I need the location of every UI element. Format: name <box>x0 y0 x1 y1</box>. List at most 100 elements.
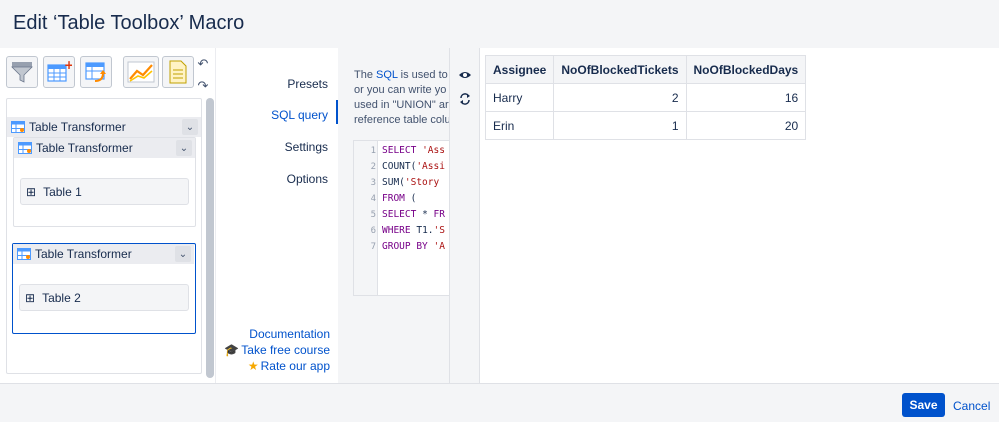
filter-funnel-icon <box>11 62 33 83</box>
table-header-row: Assignee NoOfBlockedTickets NoOfBlockedD… <box>484 55 807 84</box>
tree-scrollbar[interactable] <box>206 98 214 378</box>
column-header: Assignee <box>484 55 555 84</box>
transform-tool-button[interactable] <box>80 56 112 88</box>
tab-sql-query[interactable]: SQL query <box>271 108 328 122</box>
sql-text: T1. <box>416 225 434 236</box>
sql-code-editor[interactable]: 1 2 3 4 5 6 7 SELECT 'Ass COUNT('Assi SU… <box>353 140 449 296</box>
chevron-down-icon[interactable]: ⌄ <box>176 140 192 156</box>
line-number: 7 <box>370 242 376 252</box>
macro-tree-panel: + ↶ ↷ <box>0 48 216 383</box>
sql-keyword: SELECT <box>382 209 417 220</box>
table-cell: Erin <box>484 111 555 140</box>
sql-text: ( <box>410 193 417 204</box>
rate-app-label: Rate our app <box>260 359 330 373</box>
table-item-1-label: Table 1 <box>43 184 82 199</box>
refresh-icon[interactable] <box>458 92 472 106</box>
tree-node-root[interactable]: Table Transformer ⌄ <box>7 117 201 137</box>
desc-text: The <box>354 69 377 81</box>
tree-node-child-2-head[interactable]: Table Transformer ⌄ <box>13 244 194 264</box>
tab-settings[interactable]: Settings <box>284 140 328 154</box>
sql-description-line-3: used in "UNION" ar <box>354 99 449 111</box>
tab-presets[interactable]: Presets <box>287 77 328 91</box>
table-grid-icon: ⊞ <box>25 290 36 305</box>
chart-icon <box>127 61 155 83</box>
tree-node-root-label: Table Transformer <box>29 120 126 134</box>
table-cell: 1 <box>553 111 687 140</box>
add-table-tool-button[interactable]: + <box>43 56 75 88</box>
tree-node-child-2-label: Table Transformer <box>35 247 132 261</box>
sql-keyword: GROUP BY <box>382 241 428 252</box>
table-item-1[interactable]: ⊞ Table 1 <box>20 178 189 205</box>
sql-description-line-1: The SQL is used to <box>354 68 449 83</box>
star-icon: ★ <box>247 359 259 373</box>
code-line: FROM ( <box>382 193 416 204</box>
redo-button[interactable]: ↷ <box>197 78 209 93</box>
document-icon <box>169 60 187 84</box>
preview-side-bar <box>449 48 480 383</box>
sql-description-line-4: reference table colu <box>354 114 449 126</box>
table-transformer-icon <box>11 121 25 133</box>
save-button[interactable]: Save <box>902 393 945 417</box>
document-tool-button[interactable] <box>162 56 194 88</box>
line-number: 4 <box>370 194 376 204</box>
sql-text: COUNT( <box>382 161 417 172</box>
filter-tool-button[interactable] <box>6 56 38 88</box>
sql-query-pane: The SQL is used to or you can write yo u… <box>338 48 449 383</box>
sql-keyword: WHERE <box>382 225 411 236</box>
sql-keyword: SELECT <box>382 145 417 156</box>
line-number: 5 <box>370 210 376 220</box>
sql-description: The SQL is used to or you can write yo u… <box>354 68 449 128</box>
line-number: 2 <box>370 162 376 172</box>
code-line: COUNT('Assi <box>382 161 445 172</box>
table-row: Harry 2 16 <box>484 83 807 112</box>
sql-string: 'Assi <box>416 161 445 172</box>
table-cell: 20 <box>685 111 807 140</box>
sql-keyword: FR <box>433 209 445 220</box>
code-line: GROUP BY 'A <box>382 241 445 252</box>
undo-button[interactable]: ↶ <box>197 56 209 71</box>
tree-node-child-2[interactable]: Table Transformer ⌄ ⊞ Table 2 <box>12 243 196 334</box>
settings-nav: Presets SQL query Settings Options Docum… <box>216 48 338 383</box>
sql-string: 'S <box>433 225 445 236</box>
sql-keyword: FROM <box>382 193 405 204</box>
desc-text: is used to <box>397 69 448 81</box>
dialog-title: Edit ‘Table Toolbox’ Macro <box>13 12 245 34</box>
result-preview-table: Assignee NoOfBlockedTickets NoOfBlockedD… <box>484 55 807 140</box>
table-item-2-label: Table 2 <box>42 290 81 305</box>
table-row: Erin 1 20 <box>484 111 807 140</box>
tree-node-child-1[interactable]: Table Transformer ⌄ ⊞ Table 1 <box>13 137 196 227</box>
code-line: WHERE T1.'S <box>382 225 445 236</box>
documentation-link[interactable]: Documentation <box>249 327 330 341</box>
sql-string: 'Story <box>404 177 440 188</box>
rate-app-link[interactable]: ★Rate our app <box>248 359 330 373</box>
tree-node-child-1-head[interactable]: Table Transformer ⌄ <box>14 138 195 158</box>
free-course-link[interactable]: 🎓Take free course <box>224 343 330 357</box>
column-header: NoOfBlockedDays <box>685 55 807 84</box>
table-item-2[interactable]: ⊞ Table 2 <box>19 284 189 311</box>
table-transformer-icon <box>18 142 32 154</box>
table-cell: 2 <box>553 83 687 112</box>
code-line: SUM('Story <box>382 177 439 188</box>
code-line: SELECT 'Ass <box>382 145 445 156</box>
line-number: 1 <box>370 146 376 156</box>
graduation-cap-icon: 🎓 <box>224 343 240 357</box>
sql-text: SUM( <box>382 177 405 188</box>
free-course-label: Take free course <box>241 343 330 357</box>
chevron-down-icon[interactable]: ⌄ <box>175 246 191 262</box>
table-cell: Harry <box>484 83 555 112</box>
add-table-icon: + <box>47 59 72 82</box>
dialog-header: Edit ‘Table Toolbox’ Macro <box>0 0 999 48</box>
code-line: SELECT * FR <box>382 209 445 220</box>
dialog-footer: Save Cancel <box>0 383 999 422</box>
table-cell: 16 <box>685 83 807 112</box>
sql-help-link[interactable]: SQL <box>376 69 398 81</box>
chevron-down-icon[interactable]: ⌄ <box>182 119 198 135</box>
tab-options[interactable]: Options <box>286 172 328 186</box>
chart-tool-button[interactable] <box>123 56 159 88</box>
preview-eye-icon[interactable] <box>458 68 472 82</box>
macro-tree: Table Transformer ⌄ Table Transformer ⌄ … <box>6 98 202 374</box>
line-number-gutter: 1 2 3 4 5 6 7 <box>354 141 378 295</box>
sql-string: 'Ass <box>422 145 445 156</box>
cancel-button[interactable]: Cancel <box>953 399 991 413</box>
active-tab-indicator <box>336 100 338 124</box>
